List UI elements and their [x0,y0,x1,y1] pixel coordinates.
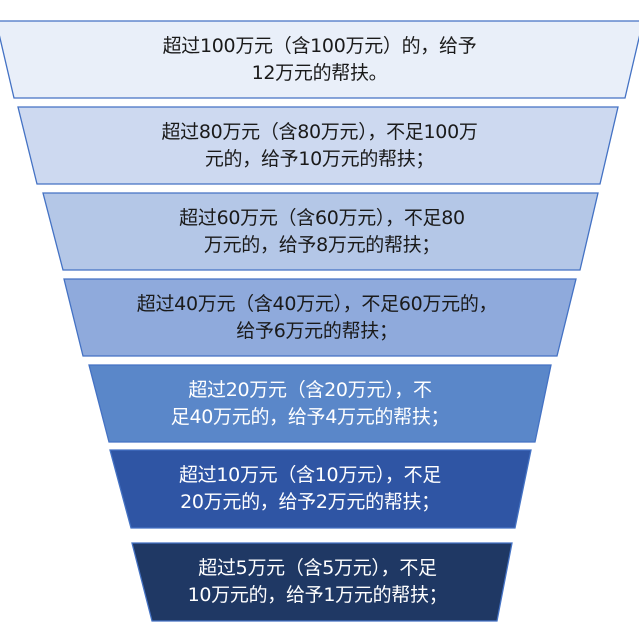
funnel-tier-shape-1 [0,20,639,99]
tier-7-line-2: 10万元的，给予1万元的帮扶； [187,584,448,606]
funnel-tier-shape-5 [88,364,552,443]
tier-2-line-2: 元的，给予10万元的帮扶； [204,147,435,170]
funnel-tier-label-3: 超过60万元（含60万元），不足80 万元的，给予8万元的帮扶； [68,193,576,270]
tier-2-line-1: 超过80万元（含80万元），不足100万 [161,120,478,143]
funnel-tier-label-7: 超过5万元（含5万元），不足 10万元的，给予1万元的帮扶； [120,543,515,621]
funnel-tier-label-2: 超过80万元（含80万元），不足100万 元的，给予10万元的帮扶； [45,107,594,184]
tier-4-line-1: 超过40万元（含40万元），不足60万元的， [136,292,498,315]
tier-5-line-1: 超过20万元（含20万元），不 [188,378,432,401]
funnel-tier-shape-4 [63,278,577,357]
funnel-tier-label-5: 超过20万元（含20万元），不 足40万元的，给予4万元的帮扶； [100,365,520,442]
funnel-tier-shape-7 [131,542,513,622]
tier-3-line-2: 万元的，给予8万元的帮扶； [203,233,441,256]
funnel-tier-shape-2 [17,106,619,185]
tier-6-line-2: 20万元的，给予2万元的帮扶； [180,491,440,513]
funnel-tier-label-6: 超过10万元（含10万元），不足 20万元的，给予2万元的帮扶； [105,450,515,528]
funnel-tier-shape-3 [42,192,599,271]
funnel-tier-shape-6 [109,449,532,529]
funnel-tier-label-1: 超过100万元（含100万元）的，给予 12万元的帮扶。 [40,21,599,98]
funnel-tier-label-4: 超过40万元（含40万元），不足60万元的， 给予6万元的帮扶； [72,279,562,356]
tier-1-line-1: 超过100万元（含100万元）的，给予 [162,34,477,57]
tier-3-line-1: 超过60万元（含60万元），不足80 [179,206,465,229]
tier-6-line-1: 超过10万元（含10万元），不足 [178,464,442,486]
tier-7-line-1: 超过5万元（含5万元），不足 [198,557,437,579]
tier-4-line-2: 给予6万元的帮扶； [236,319,398,342]
tier-5-line-2: 足40万元的，给予4万元的帮扶； [170,405,450,428]
tier-1-line-2: 12万元的帮扶。 [251,61,388,84]
